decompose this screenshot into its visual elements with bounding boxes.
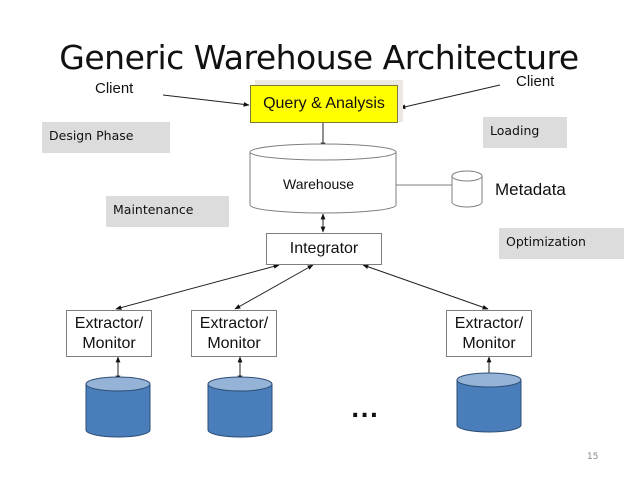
extractor-monitor-2: Extractor/ Monitor (191, 310, 277, 357)
arrow-integrator-extractor-2 (234, 264, 314, 310)
phase-loading: Loading (483, 117, 567, 148)
integrator-box: Integrator (266, 233, 382, 265)
source-db-3 (456, 372, 522, 433)
arrow-client-right (399, 84, 501, 110)
metadata-label: Metadata (495, 180, 566, 199)
extractor-line2: Monitor (207, 334, 261, 352)
slide-title: Generic Warehouse Architecture (59, 38, 579, 77)
warehouse-cylinder (249, 143, 397, 214)
extractor-line1: Extractor/ (199, 314, 269, 332)
page-number: 15 (587, 452, 599, 462)
warehouse-label: Warehouse (283, 176, 355, 192)
arrow-integrator-extractor-3 (362, 264, 489, 310)
client-label-left: Client (95, 80, 134, 97)
query-analysis-box: Query & Analysis (250, 85, 398, 123)
extractor-line2: Monitor (82, 334, 136, 352)
extractor-line1: Extractor/ (74, 314, 144, 332)
extractor-monitor-3: Extractor/ Monitor (446, 310, 532, 357)
more-sources-ellipsis: ... (351, 398, 380, 423)
extractor-line2: Monitor (462, 334, 516, 352)
source-db-2 (207, 376, 273, 438)
client-label-right: Client (516, 73, 555, 90)
phase-optimization: Optimization (499, 228, 624, 259)
arrow-integrator-extractor-1 (115, 264, 280, 310)
phase-design: Design Phase (42, 122, 170, 153)
metadata-cylinder (451, 170, 483, 208)
source-db-1 (85, 376, 151, 438)
phase-maintenance: Maintenance (106, 196, 229, 227)
extractor-line1: Extractor/ (454, 314, 524, 332)
extractor-monitor-1: Extractor/ Monitor (66, 310, 152, 357)
arrow-client-left (162, 94, 250, 107)
